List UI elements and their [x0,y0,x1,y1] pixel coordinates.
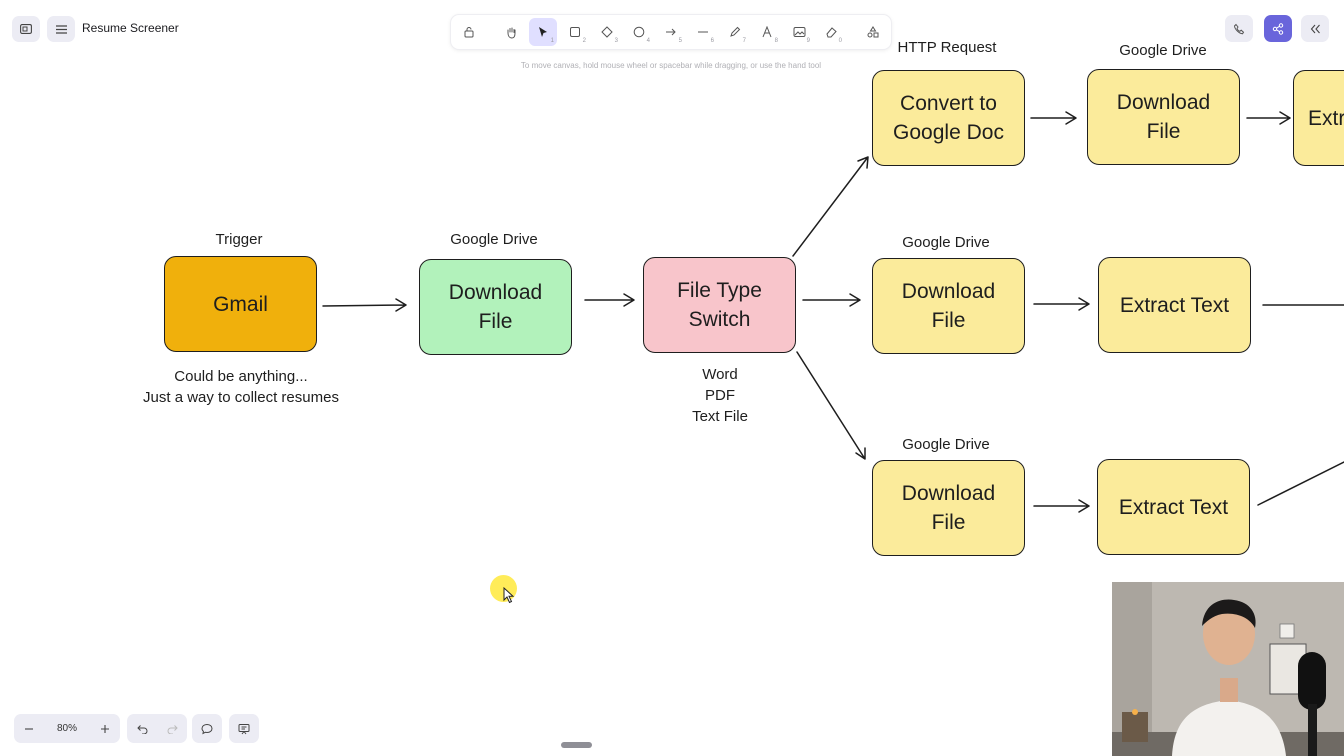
app-title: Resume Screener [82,21,179,35]
google-drive-label-top: Google Drive [1119,42,1207,59]
canvas-hint: To move canvas, hold mouse wheel or spac… [520,61,822,70]
canvas-scroll-handle[interactable] [561,742,592,748]
draw-tool[interactable]: 7 [721,18,749,46]
hand-tool[interactable] [497,18,525,46]
redo-icon [167,724,178,734]
download-file-node-green[interactable]: Download File [419,259,572,355]
image-icon [793,27,805,37]
ellipse-icon [633,26,645,38]
ellipse-tool[interactable]: 4 [625,18,653,46]
sidebar-icon [20,24,32,34]
presentation-icon [238,723,250,734]
redo-button[interactable] [157,714,187,743]
selection-key: 1 [550,38,554,44]
gmail-node[interactable]: Gmail [164,256,317,352]
mouse-cursor-icon [503,587,515,604]
arrow-icon [666,28,676,36]
text-icon [762,26,772,38]
rectangle-tool[interactable]: 2 [561,18,589,46]
file-types-label: Word PDF Text File [692,366,748,425]
zoom-out-button[interactable] [14,714,44,743]
selection-tool[interactable]: 1 [529,18,557,46]
eraser-tool[interactable]: 0 [817,18,845,46]
diamond-icon [601,26,613,38]
main-menu-button[interactable] [47,16,75,42]
text-tool[interactable]: 8 [753,18,781,46]
arrow-switch-convert [792,156,869,257]
arrow-gmail-download [322,298,407,312]
zoom-controls: 80% [14,714,120,743]
arrow-download-extract-bot [1033,499,1090,513]
comment-button[interactable] [192,714,222,743]
download-file-node-bot[interactable]: Download File [872,460,1025,556]
image-key: 9 [806,38,810,44]
speech-bubble-icon [201,723,213,734]
diamond-tool[interactable]: 3 [593,18,621,46]
arrow-switch-download-bot [796,351,866,460]
arrow-download-extract-mid [1033,297,1090,311]
shapes-icon [867,26,879,38]
minus-icon [25,727,33,730]
arrow-download-switch [584,293,635,307]
hand-icon [507,27,515,39]
plus-icon [101,724,109,733]
call-button[interactable] [1225,15,1253,42]
convert-google-doc-node[interactable]: Convert to Google Doc [872,70,1025,166]
share-button[interactable] [1264,15,1292,42]
undo-redo-controls [127,714,187,743]
hamburger-icon [55,24,67,34]
undo-button[interactable] [127,714,157,743]
extra-tools[interactable] [859,18,887,46]
arrow-switch-download-mid [802,293,861,307]
pencil-icon [730,26,741,37]
undo-icon [136,724,147,734]
pointer-icon [539,27,547,37]
line-extract-bot-out [1257,461,1344,506]
lock-icon [464,27,474,38]
extract-text-node-mid[interactable]: Extract Text [1098,257,1251,353]
text-key: 8 [774,38,778,44]
sidebar-toggle-button[interactable] [12,16,40,42]
http-request-label: HTTP Request [897,39,997,56]
file-type-switch-node[interactable]: File Type Switch [643,257,796,353]
gmail-note: Could be anything... Just a way to colle… [143,368,339,406]
line-key: 6 [710,38,714,44]
arrow-key: 5 [678,38,682,44]
chevrons-left-icon [1310,24,1320,33]
arrow-download-extract-top [1246,111,1291,125]
download-file-node-mid[interactable]: Download File [872,258,1025,354]
collapse-sidebar-button[interactable] [1301,15,1329,42]
google-drive-label-bot: Google Drive [902,436,990,453]
line-icon [698,31,708,33]
line-tool[interactable]: 6 [689,18,717,46]
ellipse-key: 4 [646,38,650,44]
zoom-in-button[interactable] [90,714,120,743]
draw-key: 7 [742,38,746,44]
eraser-key: 0 [838,38,842,44]
google-drive-label-mid: Google Drive [902,234,990,251]
rectangle-icon [570,27,580,37]
drawing-toolbar: 1 2 3 4 5 6 7 8 9 0 [451,15,891,49]
download-file-node-top[interactable]: Download File [1087,69,1240,165]
arrow-convert-download [1030,111,1077,125]
webcam-overlay [1112,582,1344,756]
trigger-label: Trigger [215,231,263,248]
zoom-level[interactable]: 80% [56,723,77,734]
extract-text-node-bot[interactable]: Extract Text [1097,459,1250,555]
google-drive-label-1: Google Drive [450,231,538,248]
extract-text-node-top[interactable]: Extr [1293,70,1344,166]
eraser-icon [826,27,837,38]
arrow-tool[interactable]: 5 [657,18,685,46]
rectangle-key: 2 [582,38,586,44]
diamond-key: 3 [614,38,618,44]
presenter-video [1112,582,1344,756]
image-tool[interactable]: 9 [785,18,813,46]
phone-icon [1233,23,1245,34]
present-button[interactable] [229,714,259,743]
lock-tool[interactable] [455,18,483,46]
share-icon [1272,22,1284,35]
